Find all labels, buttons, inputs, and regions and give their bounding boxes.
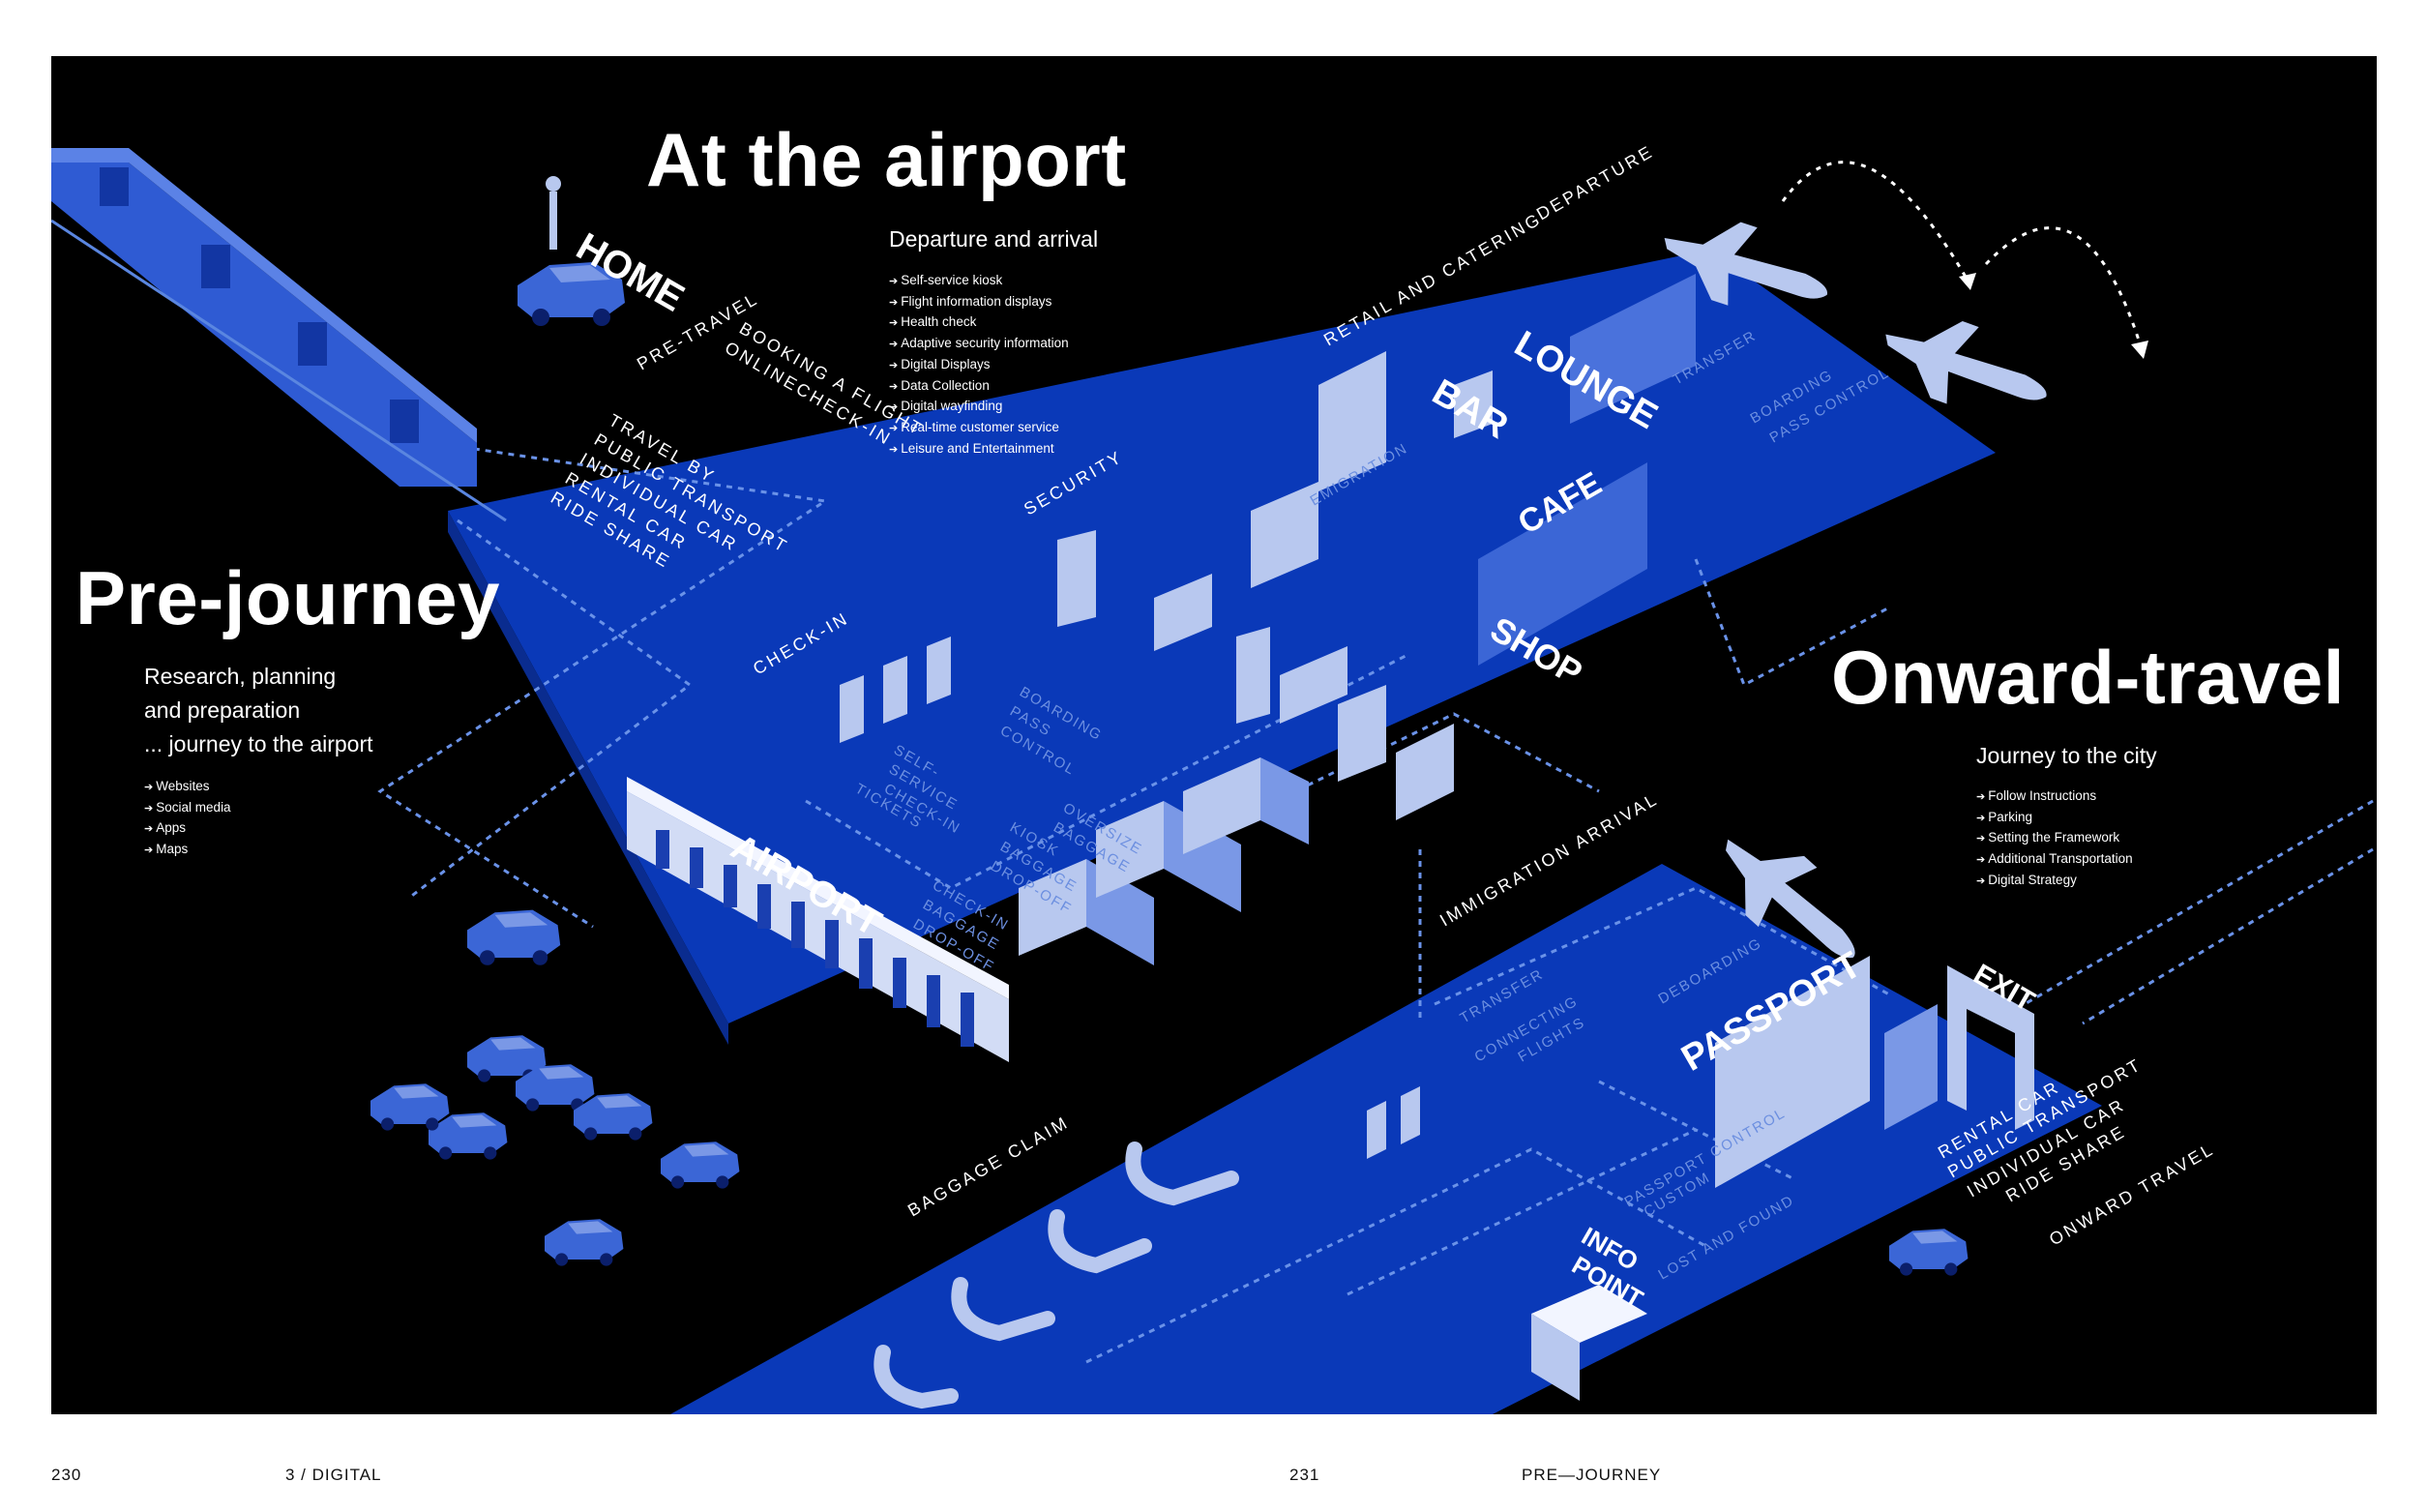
baggage-belts (873, 1141, 1239, 1409)
car-icon (545, 1219, 624, 1266)
car-icon (1889, 1229, 1969, 1276)
list-item: Digital Strategy (1976, 871, 2133, 892)
car-icon (467, 909, 561, 965)
list-item: Websites (144, 777, 231, 798)
arrival-blocks (1367, 956, 1938, 1401)
departure-floor-edge (448, 511, 728, 1045)
list-item: Health check (889, 312, 1069, 334)
car-icon (370, 1083, 450, 1131)
list-item: Social media (144, 798, 230, 819)
airport-subtitle: Departure and arrival (889, 226, 1099, 252)
label-baggageclaim: BAGGAGE CLAIM (904, 1112, 1073, 1221)
list-item: Setting the Framework (1976, 828, 2133, 849)
list-item: Adaptive security information (889, 334, 1068, 355)
terminal-building (627, 777, 1009, 1062)
list-item: Digital Displays (889, 355, 1069, 376)
journey-path (370, 431, 2374, 1364)
prejourney-sub-2: ... journey to the airport (144, 731, 373, 756)
page-number-right: 231 (1289, 1466, 1320, 1484)
list-item: Flight information displays (889, 292, 1069, 313)
title-pre-journey: Pre-journey (75, 555, 500, 640)
airport-feature-list: Self-service kiosk Flight information di… (889, 271, 1069, 460)
train (51, 148, 507, 522)
car-icon (661, 1141, 740, 1189)
flight-arrows (1781, 161, 2143, 347)
list-item: Additional Transportation (1976, 849, 2132, 871)
section-label-right: PRE—JOURNEY (1522, 1466, 1662, 1484)
person-icon (549, 192, 557, 250)
section-label-left: 3 / DIGITAL (285, 1466, 382, 1484)
exit-gate (1947, 965, 2034, 1130)
list-item: Data Collection (889, 376, 1069, 398)
title-at-the-airport: At the airport (646, 117, 1127, 202)
interior-blocks (840, 274, 1696, 965)
list-item: Self-service kiosk (889, 271, 1069, 292)
onward-subtitle: Journey to the city (1976, 743, 2157, 768)
prejourney-sub-0: Research, planning (144, 664, 337, 689)
label-departure: DEPARTURE (1533, 141, 1657, 224)
list-item: Digital wayfinding (889, 397, 1069, 418)
list-item: Real-time customer service (889, 418, 1069, 439)
list-item: Follow Instructions (1976, 786, 2133, 808)
airport-isometric-diagram: PRE-TRAVEL BOOKING A FLIGHT ONLINECHECK-… (51, 141, 2374, 1414)
list-item: Parking (1976, 808, 2133, 829)
departure-floor (448, 250, 1996, 1023)
page-number-left: 230 (51, 1466, 82, 1484)
title-onward-travel: Onward-travel (1831, 635, 2345, 720)
prejourney-list: Websites Social media Apps Maps (144, 777, 231, 861)
list-item: Apps (144, 818, 231, 840)
illustration: PRE-TRAVEL BOOKING A FLIGHT ONLINECHECK-… (51, 56, 2377, 1414)
list-item: Maps (144, 840, 231, 861)
prejourney-sub-1: and preparation (144, 697, 301, 723)
list-item: Leisure and Entertainment (889, 439, 1069, 460)
onward-list: Follow Instructions Parking Setting the … (1976, 786, 2133, 892)
